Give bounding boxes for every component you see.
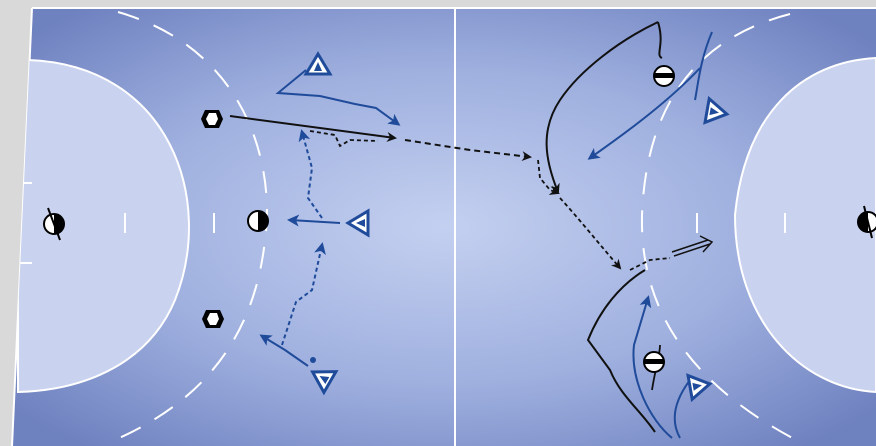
goalkeeper-icon <box>857 205 876 239</box>
goalkeeper-icon <box>43 207 65 241</box>
attacker-curve-upper <box>545 21 663 192</box>
defender-dashed-mid <box>281 242 326 346</box>
attacker-curve-lower <box>586 269 656 433</box>
defender-triangle-icon <box>345 208 370 238</box>
right-goal-area <box>733 56 876 394</box>
attacker-icon <box>202 310 224 328</box>
defender-run-lower-right <box>632 298 691 439</box>
pass-arrow <box>309 130 379 148</box>
defender-triangle-icon <box>703 95 730 125</box>
defender-run-top <box>275 69 401 126</box>
attacker-icon <box>653 65 675 87</box>
pass-arrow-lower <box>559 197 622 270</box>
attacker-icon <box>201 110 223 128</box>
defender-triangle-icon <box>303 51 333 76</box>
pass-arrow-long <box>404 139 532 162</box>
ball-icon <box>310 357 316 363</box>
pass-short <box>629 257 671 271</box>
defender-run-bottom <box>259 334 309 367</box>
defender-run-middle <box>287 214 341 227</box>
attacker-icon <box>247 210 269 232</box>
left-goal-area <box>17 59 190 394</box>
left-free-throw-line <box>109 11 268 443</box>
defender-run-upper-right <box>590 31 713 158</box>
attacker-run-line <box>229 115 397 142</box>
court-surface <box>12 8 876 446</box>
defender-triangle-icon <box>686 373 713 403</box>
defender-triangle-icon <box>310 370 339 396</box>
right-free-throw-line <box>640 13 801 443</box>
attacker-icon <box>643 351 665 373</box>
shot-double-arrow <box>671 235 714 257</box>
defender-dashed-up <box>298 129 323 219</box>
